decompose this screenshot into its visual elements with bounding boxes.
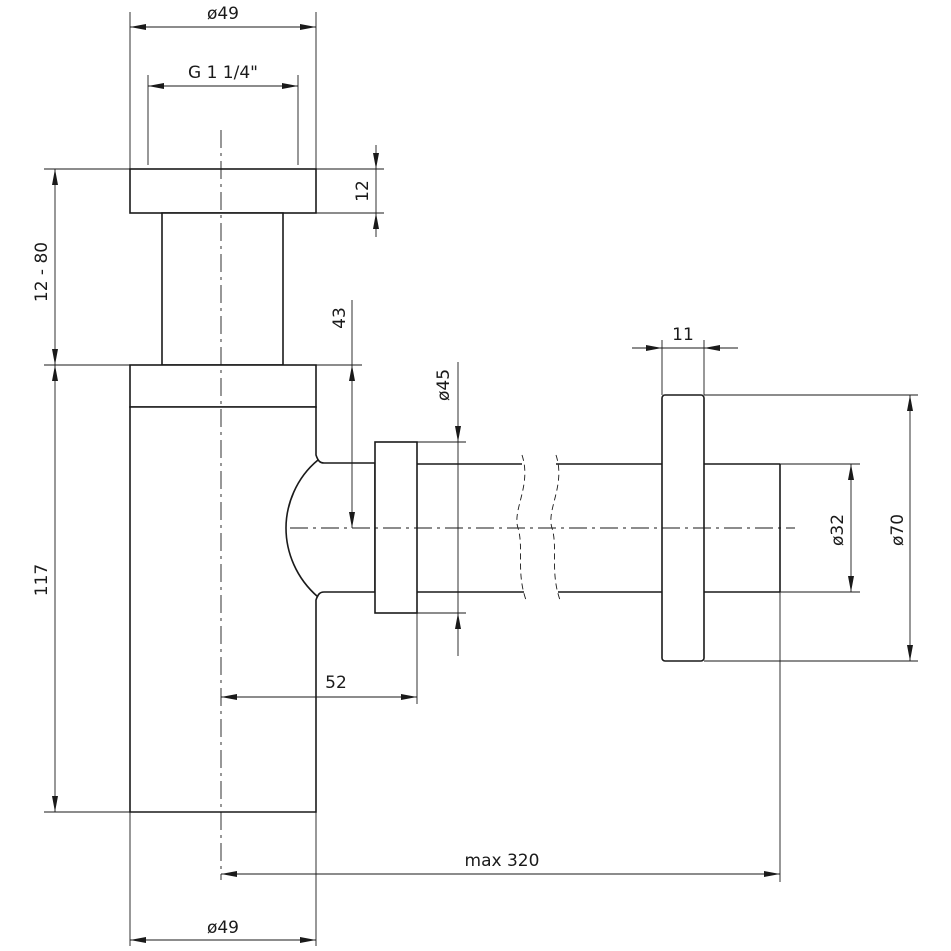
outlet-nut: [374, 441, 418, 614]
label-pipe-diameter: ø32: [828, 514, 848, 546]
label-outlet-offset: 52: [325, 673, 347, 693]
label-body-height: 117: [32, 564, 52, 596]
label-top-diameter: ø49: [207, 4, 239, 24]
label-adjust-range: 12 - 80: [32, 242, 52, 302]
label-cap-height: 12: [353, 180, 373, 202]
label-flange-thickness: 11: [672, 325, 694, 345]
label-max-length: max 320: [465, 851, 540, 871]
dimension-labels: ø49 G 1 1/4" 12 12 - 80 43 ø45 11 ø32 ø7…: [32, 4, 908, 938]
center-lines: [220, 130, 795, 880]
top-cap: [129, 168, 317, 214]
dimension-lines: [44, 12, 918, 946]
outlet-elbow-curve: [285, 459, 319, 598]
label-thread: G 1 1/4": [188, 63, 258, 83]
label-flange-diameter: ø70: [888, 514, 908, 546]
label-bottom-diameter: ø49: [207, 918, 239, 938]
trap-body: [129, 406, 376, 813]
body-collar: [129, 364, 317, 408]
label-outlet-diameter: ø45: [434, 369, 454, 401]
trap-body-group: [129, 168, 418, 813]
pipe-break-left: [516, 454, 527, 601]
pipe-break-right: [550, 454, 561, 601]
riser-tube: [161, 212, 284, 366]
label-outlet-drop: 43: [330, 307, 350, 329]
